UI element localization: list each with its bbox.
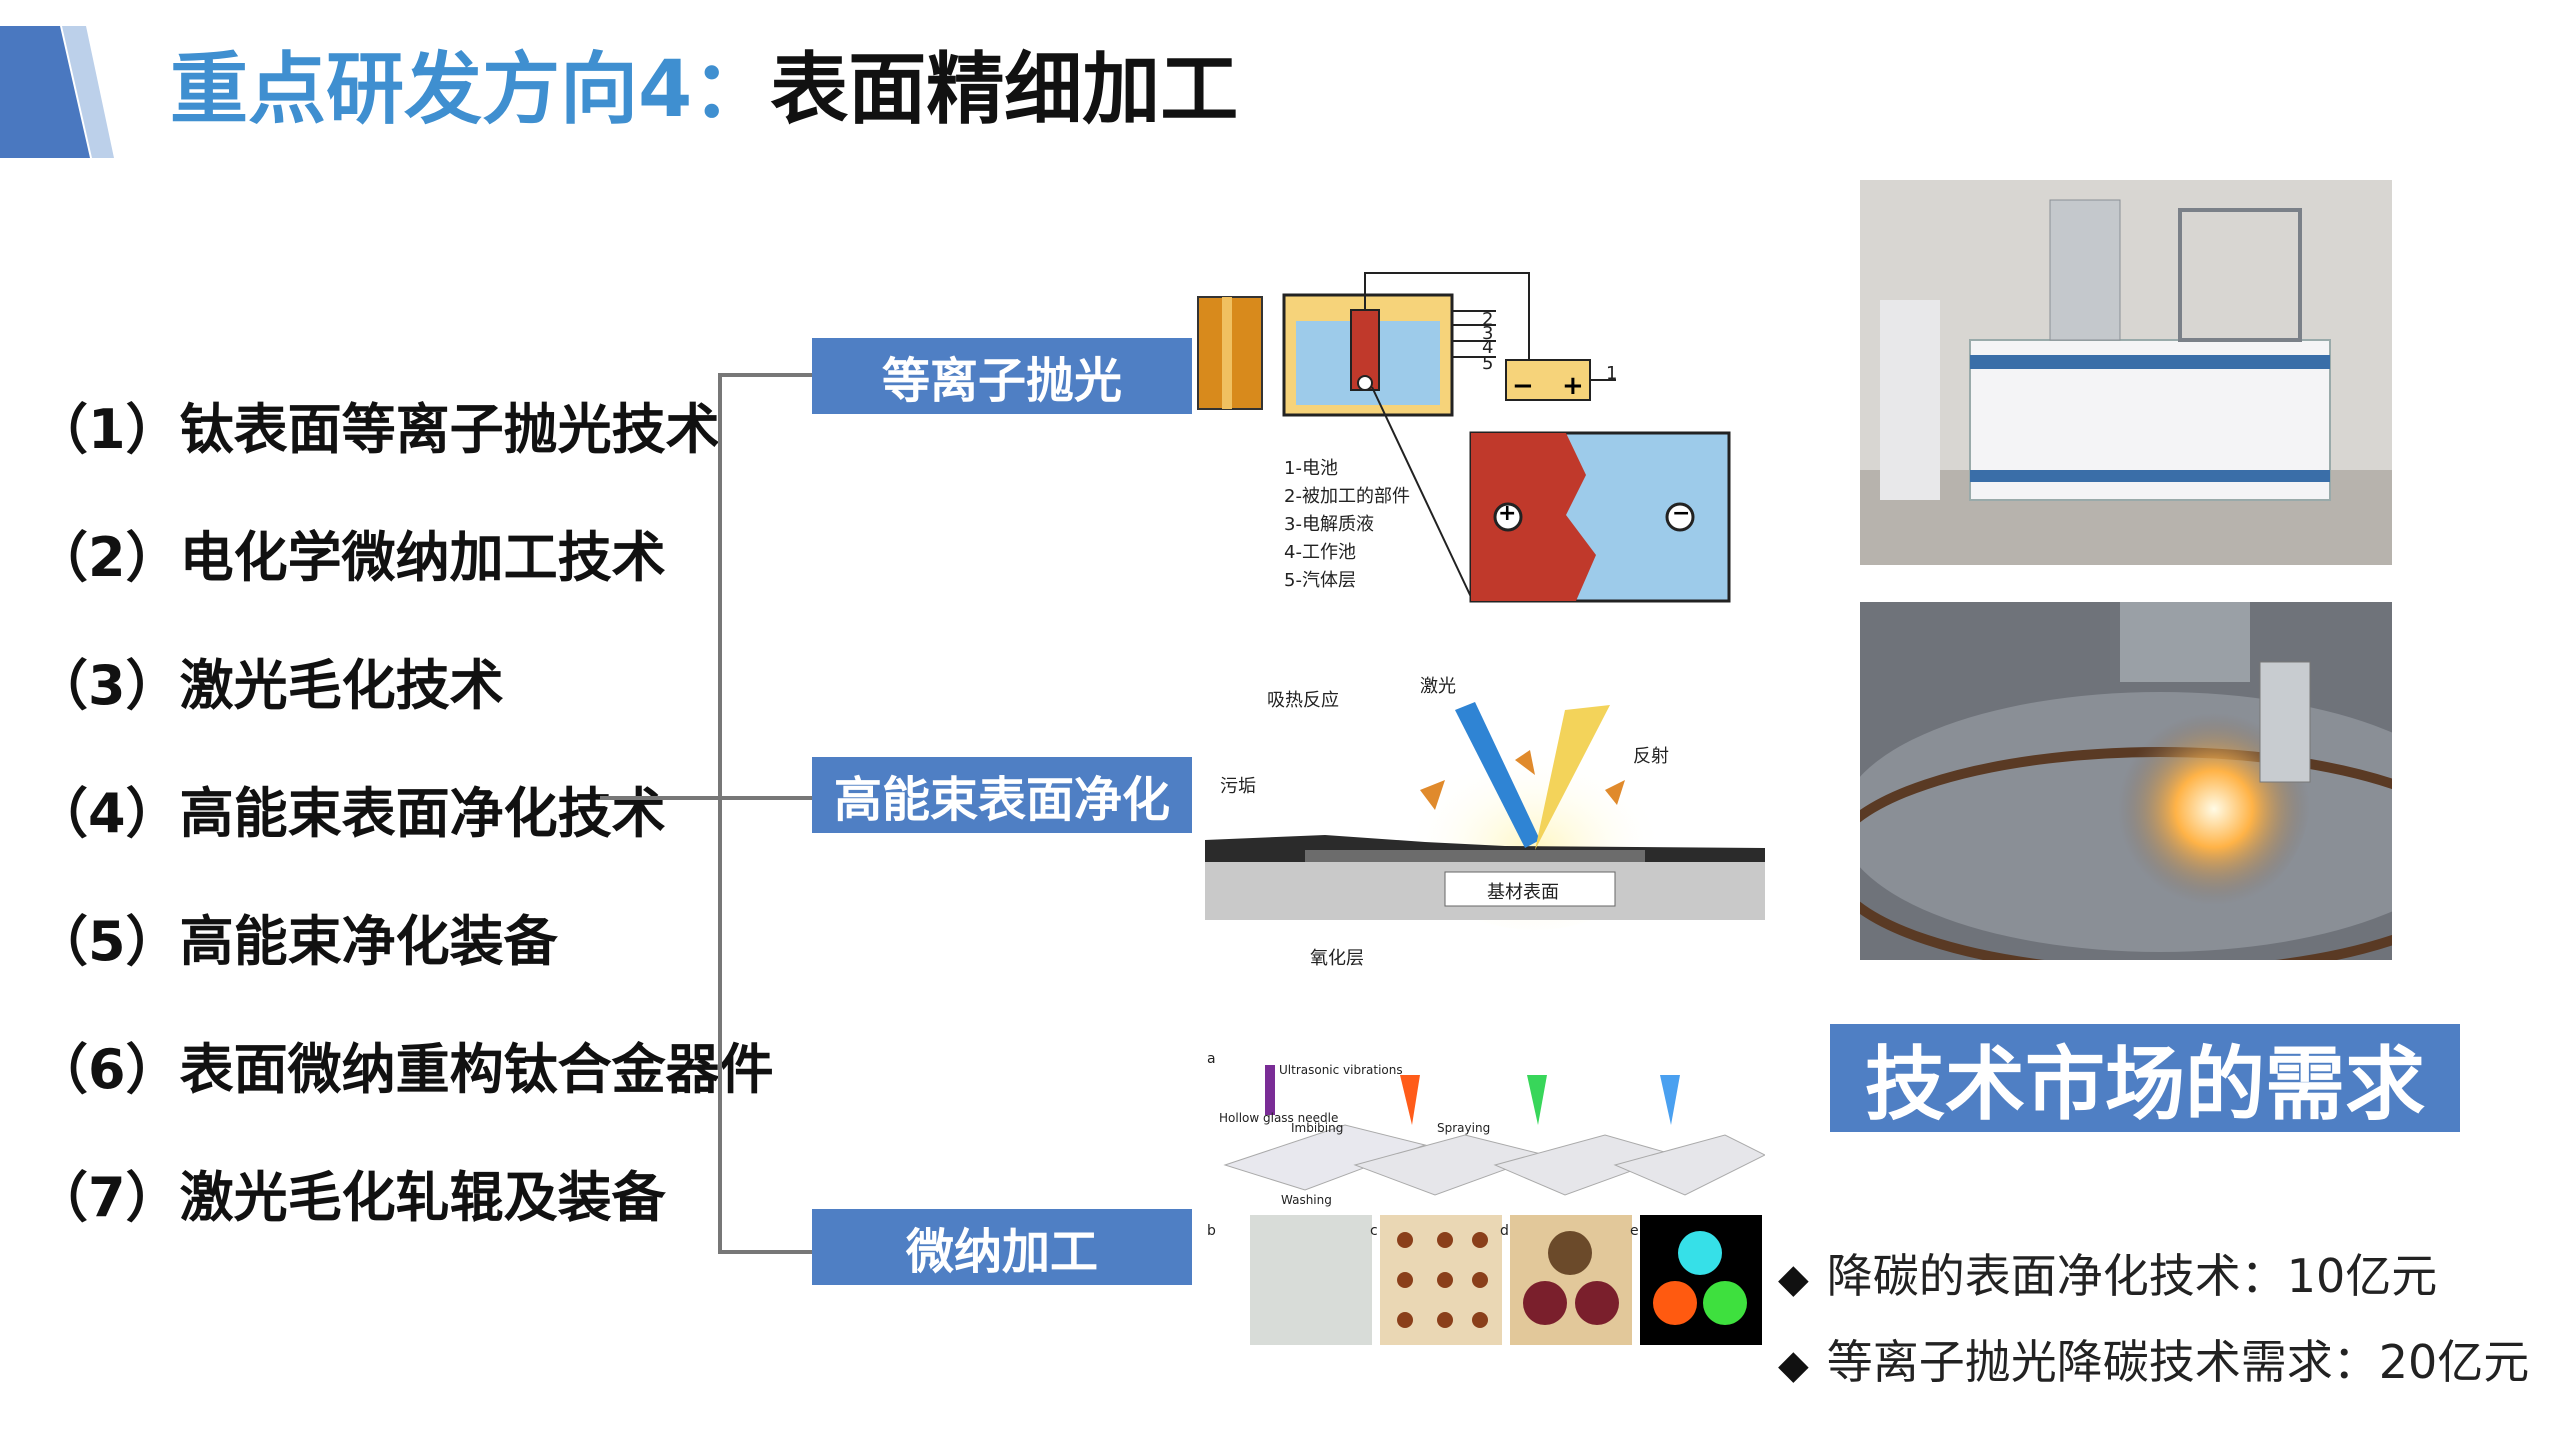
panel-label: a xyxy=(1207,1051,1216,1067)
market-demand-title: 技术市场的需求 xyxy=(1830,1024,2460,1132)
tree-branch-line xyxy=(718,1250,814,1254)
diamond-bullet-icon: ◆ xyxy=(1778,1256,1809,1302)
page-title-main: 表面精细加工 xyxy=(770,45,1239,135)
minus-sign: − xyxy=(1512,371,1534,401)
list-item: （5）高能束净化装备 xyxy=(34,910,558,973)
category-plasma-polishing: 等离子抛光 xyxy=(812,338,1192,414)
label-absorb: 吸热反应 xyxy=(1267,690,1339,711)
market-bullet-text: 降碳的表面净化技术：10亿元 xyxy=(1826,1249,2438,1303)
list-item: （3）激光毛化技术 xyxy=(34,654,504,717)
panel-label: e xyxy=(1630,1223,1639,1239)
tree-trunk-line xyxy=(718,373,722,1253)
beam-cleaning-schematic xyxy=(1205,702,1765,930)
micro-nano-schematic xyxy=(1223,1065,1767,1345)
label-substrate: 基材表面 xyxy=(1487,882,1559,903)
legend-item: 5-汽体层 xyxy=(1284,570,1356,591)
label-washing: Washing xyxy=(1281,1193,1332,1207)
diamond-bullet-icon: ◆ xyxy=(1778,1342,1809,1388)
diagram-number: 5 xyxy=(1482,353,1494,374)
list-item: （1）钛表面等离子抛光技术 xyxy=(34,398,720,461)
label-ultrasonic: Ultrasonic vibrations xyxy=(1279,1063,1403,1077)
panel-label: b xyxy=(1207,1223,1216,1239)
category-high-energy-beam: 高能束表面净化 xyxy=(812,757,1192,833)
legend-item: 3-电解质液 xyxy=(1284,514,1374,535)
diagram-number: 4 xyxy=(1482,337,1494,358)
market-bullet: ◆ 等离子抛光降碳技术需求：20亿元 xyxy=(1778,1326,2529,1392)
list-item: （2）电化学微纳加工技术 xyxy=(34,526,666,589)
label-imbibing: Imbibing xyxy=(1291,1121,1344,1135)
plasma-legend: 1-电池 2-被加工的部件 3-电解质液 4-工作池 5-汽体层 xyxy=(1284,455,1410,595)
equipment-photo xyxy=(1860,180,2392,565)
plasma-polishing-diagram: 2 3 4 5 1 − + + − 1-电池 2-被加工的部件 3-电解质液 4… xyxy=(1196,265,1736,610)
plus-sign: + xyxy=(1562,371,1584,401)
tree-branch-line xyxy=(718,373,814,377)
list-item: （7）激光毛化轧辊及装备 xyxy=(34,1166,666,1229)
list-item: （4）高能束表面净化技术 xyxy=(34,782,666,845)
panel-label: d xyxy=(1500,1223,1509,1239)
page-title-prefix: 重点研发方向4： xyxy=(170,45,771,135)
legend-item: 4-工作池 xyxy=(1284,542,1356,563)
label-spraying: Spraying xyxy=(1437,1121,1491,1135)
label-dirt: 污垢 xyxy=(1220,776,1256,797)
label-hollow: Hollow glass needle xyxy=(1219,1111,1339,1125)
laser-cleaning-photo-image xyxy=(1825,602,2495,977)
market-bullet: ◆ 降碳的表面净化技术：10亿元 xyxy=(1778,1240,2437,1306)
tree-branch-line xyxy=(600,796,814,800)
laser-cleaning-photo xyxy=(1825,602,2495,977)
beam-cleaning-diagram: 激光 吸热反应 反射 污垢 基材表面 氧化层 xyxy=(1205,650,1765,980)
micro-nano-diagram: a b c d e Ultrasonic vibrations Hollow g… xyxy=(1205,1045,1767,1365)
label-oxide: 氧化层 xyxy=(1310,948,1364,969)
diagram-number: 3 xyxy=(1482,323,1494,344)
market-bullet-text: 等离子抛光降碳技术需求：20亿元 xyxy=(1826,1335,2530,1389)
diagram-number: 2 xyxy=(1482,309,1494,330)
legend-item: 1-电池 xyxy=(1284,458,1338,479)
legend-item: 2-被加工的部件 xyxy=(1284,486,1410,507)
label-reflect: 反射 xyxy=(1633,746,1669,767)
plasma-polishing-schematic xyxy=(1197,272,1731,603)
page-title: 重点研发方向4：表面精细加工 xyxy=(170,45,1239,135)
equipment-photo-image xyxy=(1860,180,2392,565)
plus-sign: + xyxy=(1498,501,1517,526)
panel-label: c xyxy=(1370,1223,1378,1239)
minus-sign: − xyxy=(1672,501,1691,526)
category-micro-nano: 微纳加工 xyxy=(812,1209,1192,1285)
list-item: （6）表面微纳重构钛合金器件 xyxy=(34,1038,774,1101)
label-laser: 激光 xyxy=(1420,676,1456,697)
diagram-number: 1 xyxy=(1606,363,1618,384)
